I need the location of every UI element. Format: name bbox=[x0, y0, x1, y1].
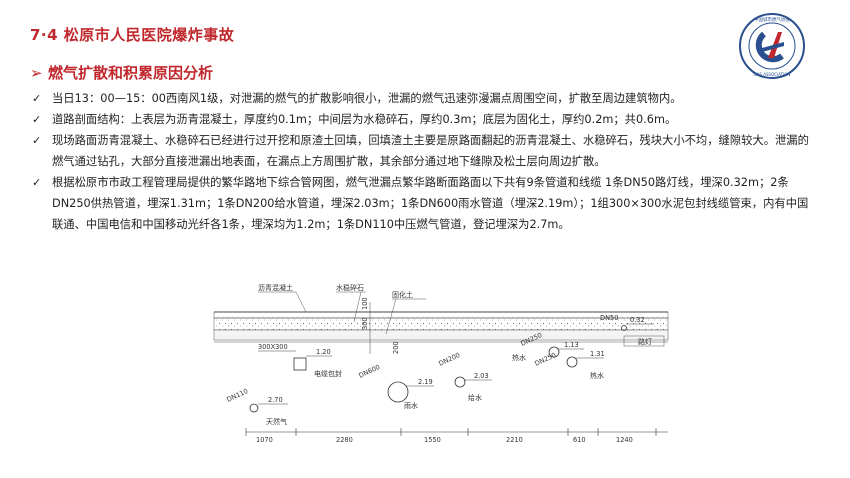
pipe-water-dn200: DN200 2.03 给水 bbox=[437, 351, 492, 402]
svg-text:热水: 热水 bbox=[512, 353, 526, 362]
check-icon: ✓ bbox=[32, 92, 42, 105]
dim-gravel: 300 bbox=[361, 317, 369, 330]
layer-label-gravel: 水稳碎石 bbox=[336, 283, 364, 292]
check-icon: ✓ bbox=[32, 134, 42, 147]
bullet-item-wind: ✓当日13：00—15：00西南风1级，对泄漏的燃气的扩散影响很小，泄漏的燃气迅… bbox=[30, 88, 810, 109]
check-icon: ✓ bbox=[32, 113, 42, 126]
soil-layer bbox=[213, 329, 669, 341]
layer-label-soil: 固化土 bbox=[392, 290, 413, 299]
svg-text:天然气: 天然气 bbox=[266, 417, 287, 426]
svg-text:路灯: 路灯 bbox=[638, 337, 652, 346]
span-6: 1240 bbox=[616, 436, 633, 444]
svg-text:2.03: 2.03 bbox=[474, 372, 489, 380]
china-gas-association-logo: 中国城市燃气协会 GAS ASSOCIATION bbox=[738, 12, 806, 80]
span-4: 2210 bbox=[506, 436, 523, 444]
bullet-item-pipe-network: ✓根据松原市市政工程管理局提供的繁华路地下综合管网图，燃气泄漏点繁华路断面路面以… bbox=[30, 172, 810, 235]
bullet-list: ✓当日13：00—15：00西南风1级，对泄漏的燃气的扩散影响很小，泄漏的燃气迅… bbox=[30, 88, 810, 235]
svg-text:1.31: 1.31 bbox=[590, 350, 605, 358]
layer-label-asphalt: 沥青混凝土 bbox=[258, 283, 293, 292]
pipe-heating-dn250-b: DN250 1.31 热水 bbox=[533, 350, 604, 380]
svg-text:雨水: 雨水 bbox=[404, 401, 418, 410]
section-heading: ➢ 燃气扩散和积累原因分析 bbox=[30, 62, 213, 83]
pipe-gas-dn110: DN110 2.70 天然气 bbox=[225, 387, 288, 426]
dim-soil: 200 bbox=[392, 341, 400, 354]
span-3: 1550 bbox=[424, 436, 441, 444]
pipe-rain-dn600: DN600 2.19 雨水 bbox=[357, 363, 434, 410]
svg-text:电缆包封: 电缆包封 bbox=[314, 369, 342, 378]
pipe-cable-bundle: 300X300 1.20 电缆包封 bbox=[258, 343, 342, 378]
bullet-item-backfill: ✓现场路面沥青混凝土、水稳碎石已经进行过开挖和原渣土回填，回填渣土主要是原路面翻… bbox=[30, 130, 810, 172]
svg-text:2.70: 2.70 bbox=[268, 396, 283, 404]
svg-text:0.32: 0.32 bbox=[630, 316, 645, 324]
span-1: 1070 bbox=[256, 436, 273, 444]
section-title: 燃气扩散和积累原因分析 bbox=[48, 64, 214, 82]
svg-text:DN600: DN600 bbox=[357, 363, 381, 380]
svg-text:GAS ASSOCIATION: GAS ASSOCIATION bbox=[754, 72, 791, 77]
page-title: 7·4 松原市人民医院爆炸事故 bbox=[30, 26, 235, 44]
svg-text:1.13: 1.13 bbox=[564, 341, 579, 349]
span-5: 610 bbox=[573, 436, 586, 444]
pipe-lamp-dn50: DN50 0.32 路灯 bbox=[600, 314, 665, 347]
svg-text:DN250: DN250 bbox=[533, 351, 557, 368]
svg-text:DN200: DN200 bbox=[437, 351, 461, 368]
bullet-item-road-structure: ✓道路剖面结构：上表层为沥青混凝土，厚度约0.1m；中间层为水稳碎石，厚约0.3… bbox=[30, 109, 810, 130]
svg-text:1.20: 1.20 bbox=[316, 348, 331, 356]
svg-text:2.19: 2.19 bbox=[418, 378, 433, 386]
svg-text:热水: 热水 bbox=[590, 371, 604, 380]
dim-asphalt: 100 bbox=[361, 297, 369, 310]
arrow-icon: ➢ bbox=[30, 64, 43, 82]
svg-text:300X300: 300X300 bbox=[258, 343, 288, 351]
road-section-diagram: 沥青混凝土 水稳碎石 固化土 100 300 200 300X300 1.20 … bbox=[206, 250, 676, 455]
svg-text:给水: 给水 bbox=[468, 393, 482, 402]
check-icon: ✓ bbox=[32, 176, 42, 189]
svg-text:DN110: DN110 bbox=[225, 387, 249, 404]
svg-text:中国城市燃气协会: 中国城市燃气协会 bbox=[754, 16, 790, 23]
svg-text:DN50: DN50 bbox=[600, 314, 618, 322]
span-2: 2280 bbox=[336, 436, 353, 444]
